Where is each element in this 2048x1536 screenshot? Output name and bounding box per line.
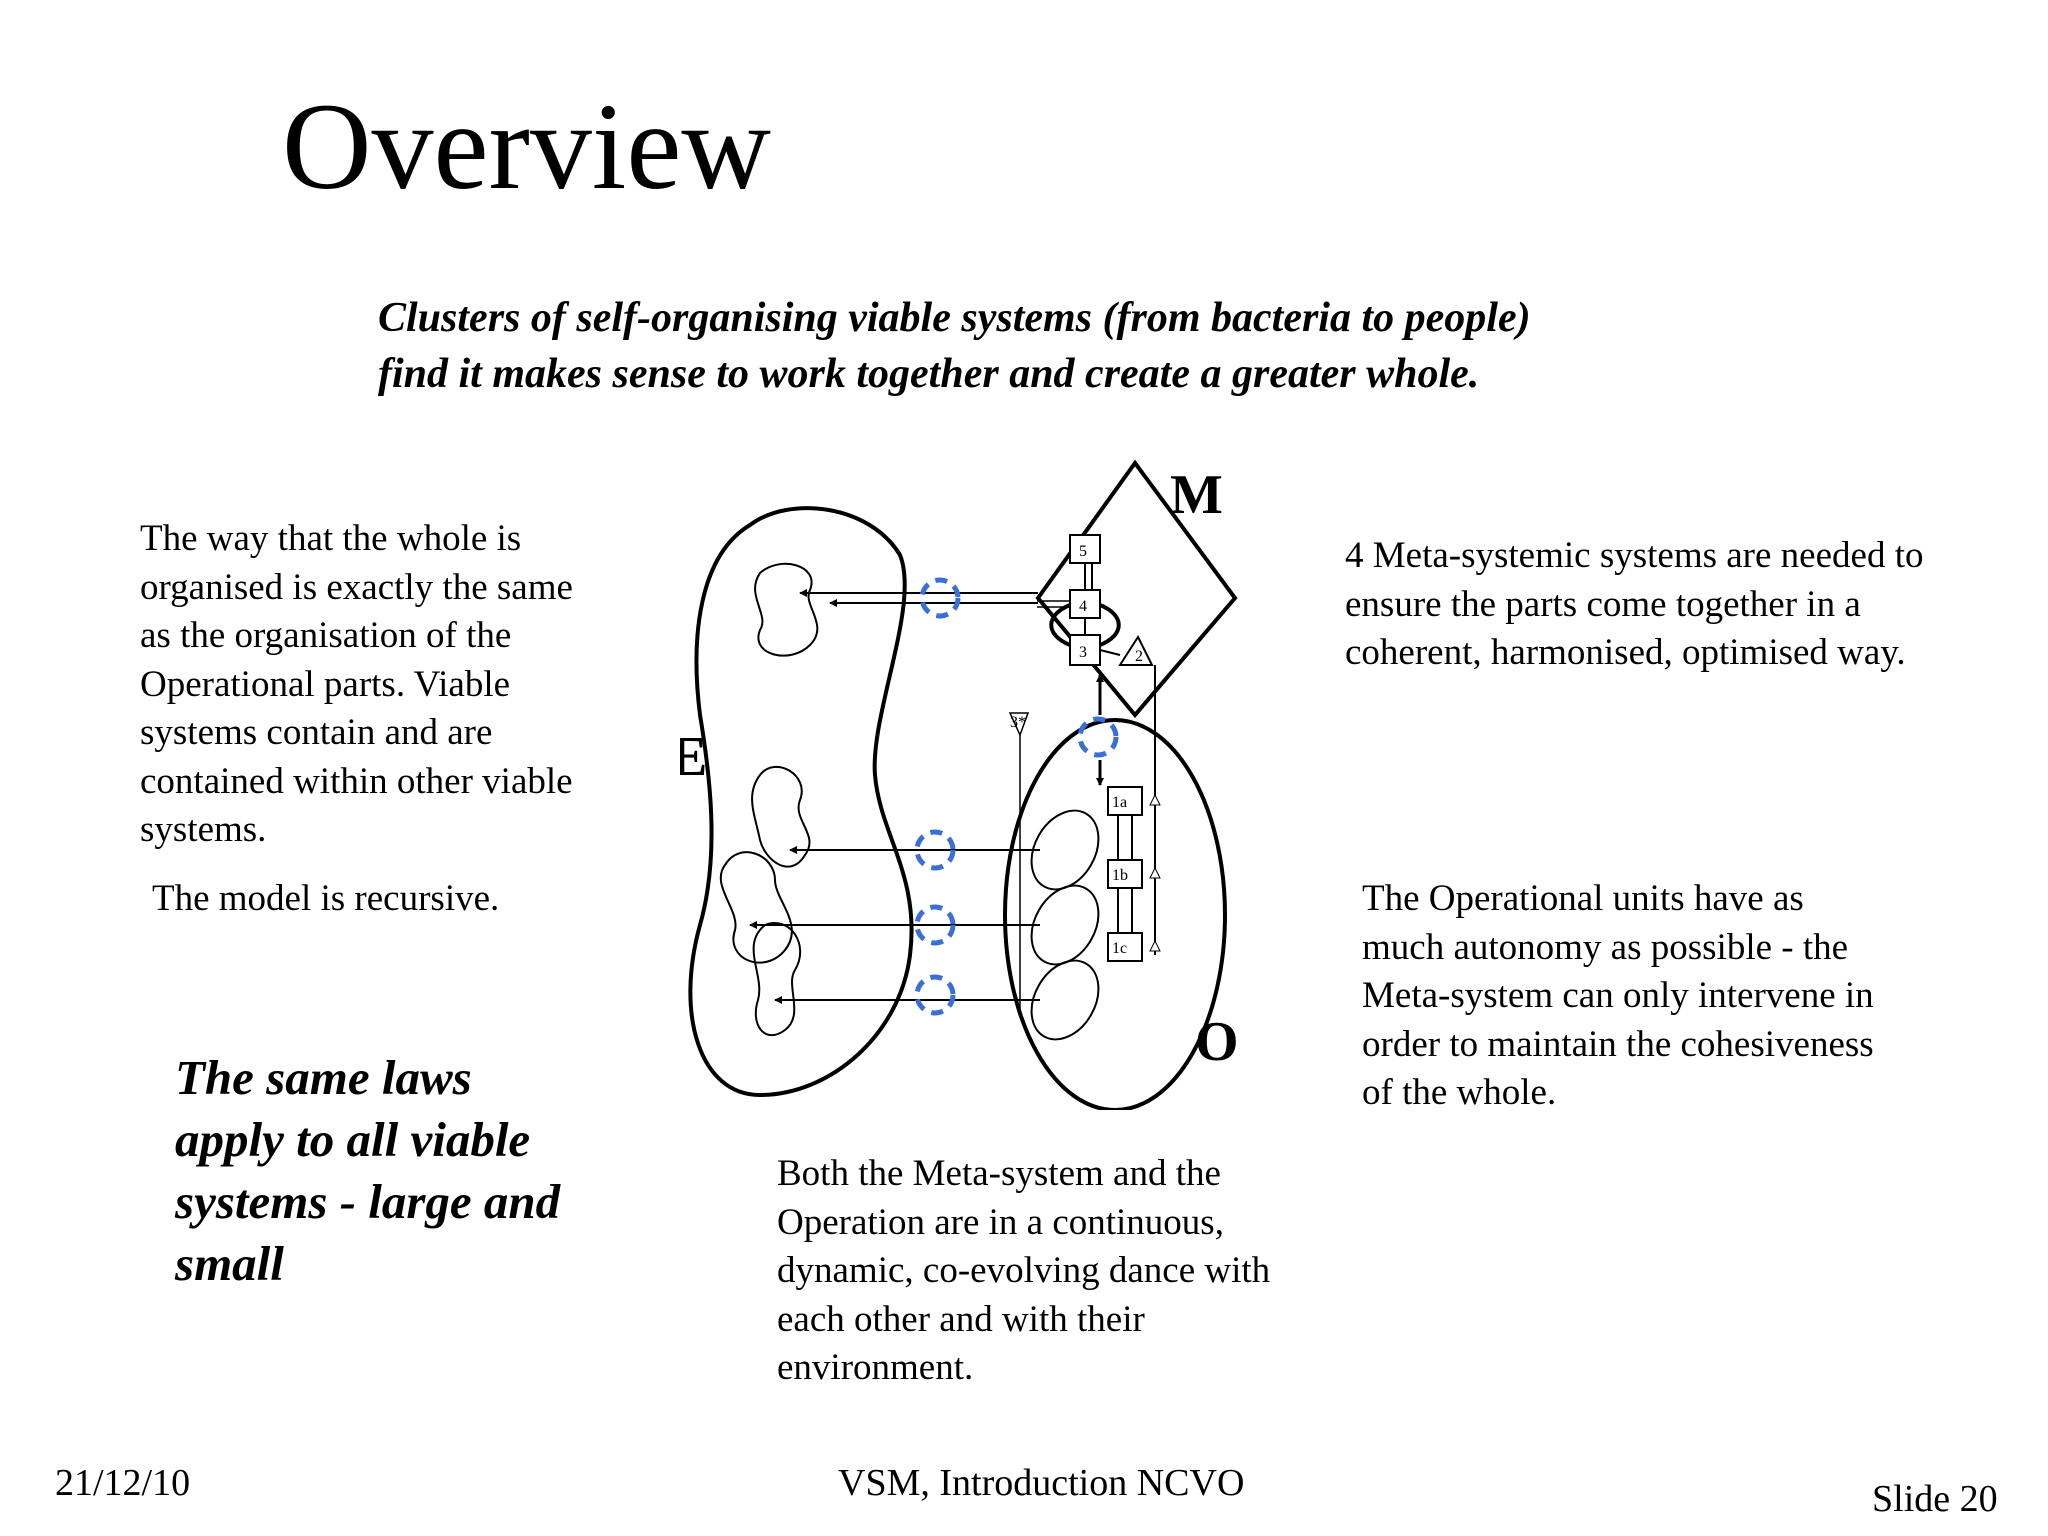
operation-unit-a [1030,809,1100,891]
vsm-diagram: M 5 4 3 2 3* O E 1a 1b 1c [680,459,1239,1110]
footer-date: 21/12/10 [55,1462,191,1504]
interaction-symbol-unit-a [914,829,956,871]
system-3star-label: 3* [1010,714,1026,731]
environment-shape-middle [751,765,811,868]
environment-shape-top [754,563,819,657]
environment-outline [688,506,914,1098]
interaction-symbol-top [919,577,961,619]
unit-1b-label: 1b [1112,867,1128,884]
interaction-symbol-unit-b [914,904,956,946]
subtitle-line-1: Clusters of self-organising viable syste… [378,295,1531,341]
unit-1a-label: 1a [1112,794,1127,811]
slide-title: Overview [282,78,771,215]
right-top-paragraph: 4 Meta-systemic systems are needed to en… [1345,535,1924,673]
subtitle-line-2: find it makes sense to work together and… [378,351,1480,397]
environment-shape-bottom [752,922,802,1037]
right-bottom-paragraph: The Operational units have as much auton… [1362,878,1874,1113]
system-2-label: 2 [1135,648,1143,665]
subtitle: Clusters of self-organising viable syste… [378,290,1531,402]
slide-number: Slide 20 [1872,1478,1998,1520]
system-4-label: 4 [1079,598,1087,615]
label-m: M [1170,464,1223,526]
operation-ellipse [1003,718,1227,1110]
environment-shape-lower [719,851,793,964]
operation-unit-c [1030,959,1100,1041]
unit-1c-box [1107,932,1143,962]
label-o: O [1195,1011,1239,1073]
system-5-label: 5 [1079,543,1087,560]
label-e: E [680,726,707,788]
unit-1b-box [1107,859,1143,889]
footer-title: VSM, Introduction NCVO [838,1462,1245,1504]
laws-statement: The same laws apply to all viable system… [175,1050,561,1291]
operation-unit-b [1030,884,1100,966]
interaction-symbol-unit-c [914,974,956,1016]
unit-1a-box [1107,786,1143,816]
bottom-center-paragraph: Both the Meta-system and the Operation a… [777,1153,1271,1388]
system-3-label: 3 [1079,644,1087,661]
recursive-note: The model is recursive. [152,878,500,919]
system-4-box [1069,589,1101,619]
left-paragraph: The way that the whole is organised is e… [140,518,573,850]
unit-1c-label: 1c [1112,940,1127,957]
system-2-triangle [1118,634,1154,666]
system-3star-triangle [1008,712,1030,737]
interaction-symbol-center [1077,716,1119,758]
